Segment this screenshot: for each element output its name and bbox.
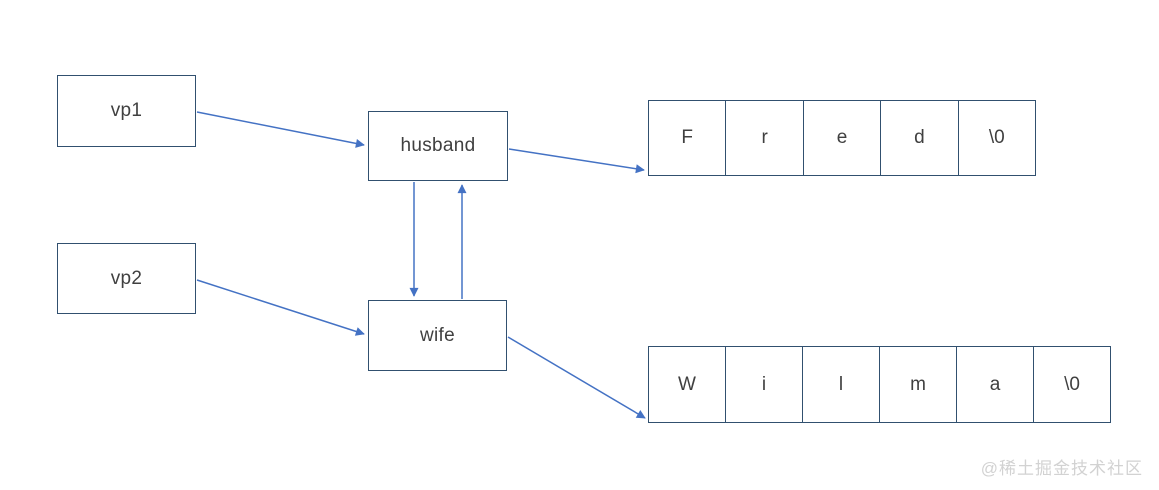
box-vp2-label: vp2 <box>110 267 143 289</box>
fred-cell-2: e <box>802 101 880 175</box>
wilma-cell-2: l <box>802 347 879 422</box>
box-wife: wife <box>368 300 507 371</box>
wilma-cell-1: i <box>725 347 802 422</box>
arrow-vp1-to-husband <box>196 111 365 148</box>
fred-cell-3: d <box>880 101 957 175</box>
wilma-cell-2-char: l <box>838 373 844 395</box>
box-vp1-label: vp1 <box>110 100 143 121</box>
arrow-husband-to-fred-array <box>508 148 645 174</box>
char-array-fred: F r e d \0 <box>648 100 1036 176</box>
fred-cell-0-char: F <box>681 127 693 148</box>
fred-cell-1: r <box>725 101 802 175</box>
wilma-cell-3: m <box>879 347 956 422</box>
box-husband-label: husband <box>400 135 476 156</box>
arrow-vp2-to-wife <box>196 279 365 336</box>
watermark: @稀土掘金技术社区 <box>980 459 1143 478</box>
wilma-cell-5: \0 <box>1033 347 1110 422</box>
fred-cell-3-char: d <box>914 127 925 148</box>
fred-cell-0: F <box>649 101 725 175</box>
wilma-cell-0-char: W <box>678 373 696 395</box>
fred-cell-2-char: e <box>836 127 848 148</box>
wilma-cell-3-char: m <box>910 373 926 395</box>
arrow-wife-to-wilma-array <box>507 336 646 419</box>
char-array-wilma: W i l m a \0 <box>648 346 1111 423</box>
fred-cell-4: \0 <box>957 101 1035 175</box>
box-vp1: vp1 <box>57 75 196 147</box>
wilma-cell-1-char: i <box>761 373 767 395</box>
box-husband: husband <box>368 111 508 181</box>
fred-cell-4-char: \0 <box>988 127 1005 148</box>
wilma-cell-4: a <box>956 347 1033 422</box>
box-vp2: vp2 <box>57 243 196 314</box>
wilma-cell-4-char: a <box>989 373 1001 395</box>
fred-cell-1-char: r <box>761 127 768 148</box>
box-wife-label: wife <box>420 324 455 346</box>
wilma-cell-5-char: \0 <box>1064 373 1080 395</box>
wilma-cell-0: W <box>649 347 725 422</box>
